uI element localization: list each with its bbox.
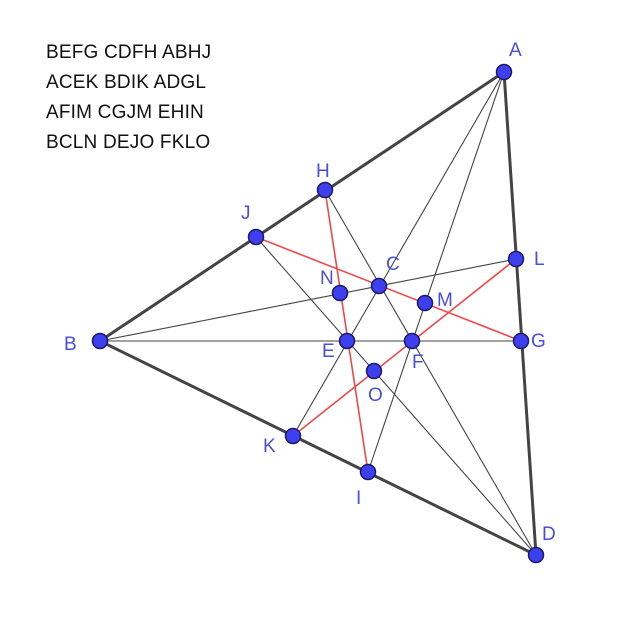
point-a[interactable] <box>495 63 513 81</box>
label-e: E <box>322 341 335 362</box>
label-i: I <box>356 488 361 509</box>
label-c: C <box>386 254 400 275</box>
point-n[interactable] <box>331 284 349 302</box>
side-ab <box>98 70 506 343</box>
line-hi <box>324 189 369 473</box>
collinearity-legend: BEFG CDFH ABHJ ACEK BDIK ADGL AFIM CGJM … <box>46 38 211 158</box>
point-k[interactable] <box>284 427 302 445</box>
point-h[interactable] <box>316 181 334 199</box>
label-f: F <box>412 352 424 373</box>
point-i[interactable] <box>359 463 377 481</box>
line-kl <box>292 258 517 437</box>
legend-row: BEFG CDFH ABHJ <box>46 42 212 63</box>
point-e[interactable] <box>338 332 356 350</box>
label-g: G <box>531 331 546 352</box>
legend-row: ACEK BDIK ADGL <box>46 72 207 93</box>
highlighted-lines <box>255 189 522 473</box>
label-b: B <box>64 334 77 355</box>
point-l[interactable] <box>507 250 525 268</box>
point-f[interactable] <box>403 332 421 350</box>
line-ai <box>367 71 505 473</box>
line-jd <box>255 236 537 556</box>
side-ad <box>502 70 538 557</box>
point-d[interactable] <box>527 546 545 564</box>
label-n: N <box>320 268 334 289</box>
line-jg <box>255 236 522 342</box>
label-m: M <box>437 290 453 311</box>
point-g[interactable] <box>512 332 530 350</box>
label-k: K <box>263 436 276 457</box>
label-o: O <box>368 385 383 406</box>
label-d: D <box>542 524 556 545</box>
triangle-sides <box>98 70 538 557</box>
side-bd <box>98 339 538 557</box>
points-layer <box>91 63 545 564</box>
point-c[interactable] <box>370 277 388 295</box>
point-labels: A B C D E F G H I J K L M N O <box>64 40 556 545</box>
label-j: J <box>241 203 251 224</box>
legend-row: BCLN DEJO FKLO <box>46 132 211 153</box>
point-o[interactable] <box>365 362 383 380</box>
line-bl <box>99 258 517 342</box>
point-j[interactable] <box>247 228 265 246</box>
point-m[interactable] <box>416 294 434 312</box>
line-ak <box>292 71 505 437</box>
label-l: L <box>534 249 545 270</box>
construction-lines <box>99 71 537 556</box>
label-a: A <box>509 40 522 61</box>
label-h: H <box>316 161 330 182</box>
point-b[interactable] <box>91 332 109 350</box>
line-hd <box>324 189 537 556</box>
legend-row: AFIM CGJM EHIN <box>46 102 204 123</box>
